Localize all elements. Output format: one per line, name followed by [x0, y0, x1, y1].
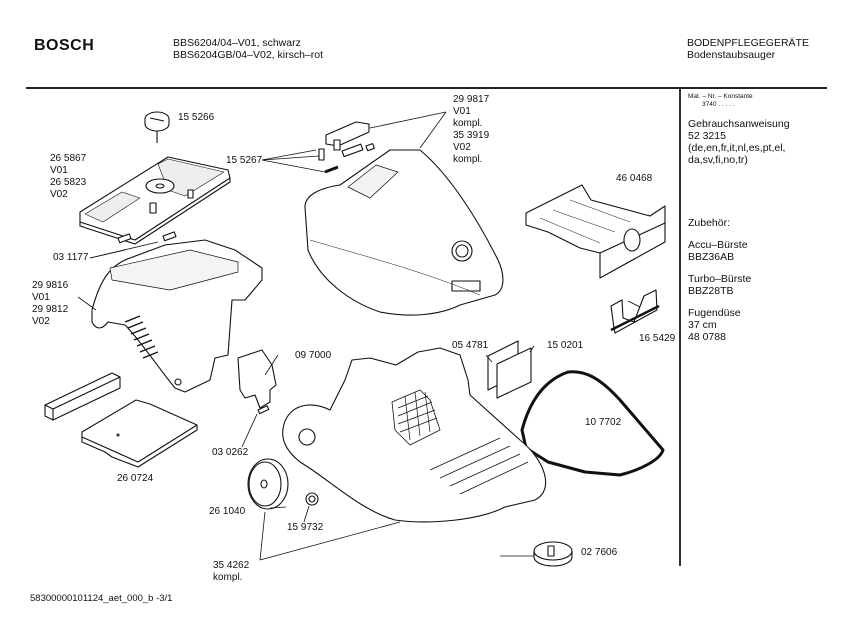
main-body-part [282, 347, 547, 523]
accessory-code: BBZ28TB [688, 285, 734, 297]
accessory-name: Fugendüse [688, 307, 741, 319]
wheel-clip-part [305, 492, 319, 506]
latch-parts [318, 121, 375, 174]
upper-housing-part [91, 231, 263, 393]
accessory-turbo-brush: Turbo–Bürste BBZ28TB [688, 273, 838, 297]
accessory-code: 48 0788 [688, 331, 726, 343]
part-label-155267: 15 5267 [226, 155, 263, 166]
manual-languages-2: da,sv,fi,no,tr) [688, 154, 748, 166]
filter-plate-part [81, 399, 198, 468]
part-variant: V02 [453, 142, 471, 153]
part-label-054781: 05 4781 [452, 340, 489, 351]
wheel-part [247, 458, 289, 510]
part-variant: V02 [50, 189, 68, 200]
seal-ring-part [520, 370, 665, 477]
accessories-title: Zubehör: [688, 217, 731, 229]
part-variant: V01 [453, 106, 471, 117]
dust-bag-part [525, 184, 666, 279]
part-note: kompl. [453, 154, 483, 165]
model-list: BBS6204/04–V01, schwarz BBS6204GB/04–V02… [173, 37, 323, 61]
header-divider-right [680, 87, 827, 89]
part-label-165429: 16 5429 [639, 333, 676, 344]
header-divider [26, 87, 688, 89]
model-v01: BBS6204/04–V01, schwarz [173, 37, 301, 49]
part-label-354262: 35 4262 kompl. [213, 560, 249, 584]
mat-label: Mat. – Nr. – Konstante [688, 93, 753, 100]
filter-cover-part [79, 156, 231, 245]
knob-part [144, 111, 170, 143]
accessory-code: BBZ36AB [688, 251, 735, 263]
part-label-155266: 15 5266 [178, 112, 215, 123]
manual-number: 52 3215 [688, 130, 726, 142]
part-number: 35 3919 [453, 130, 490, 141]
part-label-107702: 10 7702 [585, 417, 622, 428]
category-title: BODENPFLEGEGERÄTE [687, 37, 809, 49]
accessory-name: Accu–Bürste [688, 239, 748, 251]
part-label-159732: 15 9732 [287, 522, 324, 533]
leader-lines [77, 111, 641, 561]
part-label-260724: 26 0724 [117, 473, 154, 484]
sidebar-divider [679, 87, 681, 566]
document-id: 58300000101124_aet_000_b -3/1 [30, 593, 173, 604]
part-label-261040: 26 1040 [209, 506, 246, 517]
part-note: kompl. [213, 572, 243, 583]
part-number: 26 5823 [50, 177, 87, 188]
motor-mount-part [237, 349, 277, 415]
part-number: 35 4262 [213, 560, 250, 571]
accessory-accu-brush: Accu–Bürste BBZ36AB [688, 239, 838, 263]
manual-languages-1: (de,en,fr,it,nl,es,pt,el, [688, 142, 786, 154]
accessory-crevice-nozzle: Fugendüse 37 cm 48 0788 [688, 307, 838, 343]
part-label-299817: 29 9817 V01 kompl. 35 3919 V02 kompl. [453, 94, 489, 166]
accessory-detail: 37 cm [688, 319, 717, 331]
part-label-150201: 15 0201 [547, 340, 584, 351]
brand-logo: BOSCH [34, 37, 95, 54]
foam-strip-part [44, 372, 121, 421]
part-label-265867: 26 5867 V01 26 5823 V02 [50, 153, 86, 201]
part-number: 29 9817 [453, 94, 490, 105]
part-variant: V02 [32, 316, 50, 327]
part-label-299816: 29 9816 V01 29 9812 V02 [32, 280, 68, 328]
part-label-030262: 03 0262 [212, 447, 249, 458]
accessory-name: Turbo–Bürste [688, 273, 752, 285]
part-label-460468: 46 0468 [616, 173, 653, 184]
part-number: 29 9816 [32, 280, 69, 291]
bag-holder-part [610, 289, 660, 334]
sidebar: Mat. – Nr. – Konstante 3740 . . . . . Ge… [688, 93, 838, 343]
part-variant: V01 [50, 165, 68, 176]
part-number: 29 9812 [32, 304, 69, 315]
manual-title: Gebrauchsanweisung [688, 118, 790, 130]
part-label-097000: 09 7000 [295, 350, 332, 361]
part-label-027606: 02 7606 [581, 547, 618, 558]
category-subtitle: Bodenstaubsauger [687, 49, 776, 61]
filter-pads-part [487, 340, 532, 399]
castor-part [533, 541, 573, 567]
part-label-031177: 03 1177 [53, 252, 89, 263]
category-block: BODENPFLEGEGERÄTE Bodenstaubsauger [687, 37, 809, 61]
mat-value: 3740 . . . . . [702, 101, 735, 108]
part-variant: V01 [32, 292, 50, 303]
model-v02: BBS6204GB/04–V02, kirsch–rot [173, 49, 324, 61]
part-note: kompl. [453, 118, 483, 129]
lid-part [304, 149, 504, 316]
part-number: 26 5867 [50, 153, 87, 164]
